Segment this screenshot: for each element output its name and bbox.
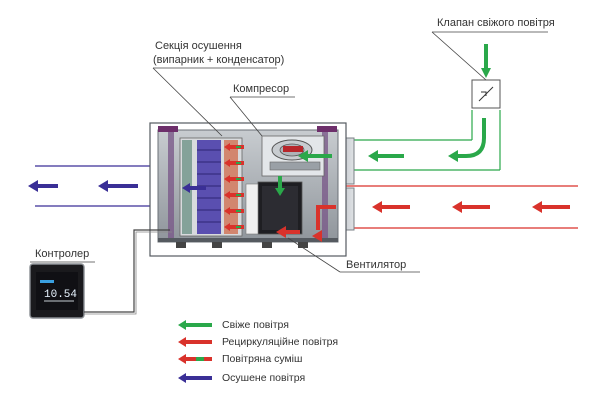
legend-swatch-fresh [178, 320, 212, 330]
drying-section-label: Секція осушення [155, 40, 242, 52]
controller-label: Контролер [35, 248, 90, 260]
legend-label-fresh: Свіже повітря [222, 319, 289, 331]
legend-label-recirculation: Рециркуляційне повітря [222, 336, 339, 348]
drying-section-sublabel: (випарник + конденсатор) [153, 54, 285, 66]
dried-air-arrows-inside [182, 183, 206, 193]
fresh-air-duct [345, 110, 501, 171]
leader-lines [30, 31, 548, 273]
recirculation-duct [340, 185, 578, 229]
legend-swatch-dried [178, 373, 212, 383]
dried-air-duct [35, 165, 160, 207]
fan [245, 181, 303, 235]
legend-label-mixed: Повітряна суміш [222, 353, 303, 365]
controller-reading: 10.54 [44, 289, 77, 301]
fan-label: Вентилятор [346, 259, 407, 271]
legend-swatch-mixed [178, 354, 212, 364]
compressor-label: Компресор [233, 83, 290, 95]
legend-label-dried: Осушене повітря [222, 372, 306, 384]
mixed-air-arrows-coil [224, 143, 244, 231]
legend-swatch-recirculation [178, 337, 212, 347]
controller [29, 263, 85, 319]
fresh-air-valve-label: Клапан свіжого повітря [437, 17, 555, 29]
controller-cable [84, 229, 170, 313]
fresh-air-arrows [275, 44, 491, 196]
fresh-air-valve [471, 79, 501, 109]
dried-air-arrows [28, 180, 138, 192]
recirculation-arrows [276, 201, 570, 242]
